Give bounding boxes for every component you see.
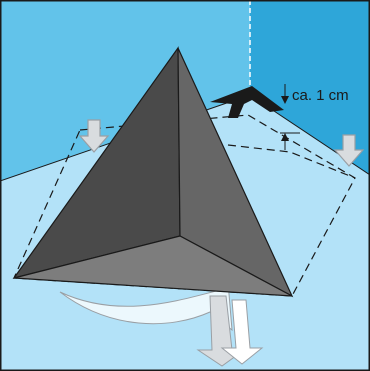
down-arrow-left-icon [78, 119, 110, 153]
dimension-marker [280, 84, 300, 150]
dimension-label: ca. 1 cm [292, 87, 349, 104]
pyramid [12, 46, 294, 298]
footprint-outline [13, 114, 356, 297]
footprint-guide-line [227, 144, 356, 179]
down-arrow-right-icon [333, 134, 365, 167]
bracket-mark [210, 86, 284, 118]
wall-right [250, 0, 370, 175]
pyramid-face-front [13, 235, 293, 297]
wall-left [0, 0, 250, 181]
